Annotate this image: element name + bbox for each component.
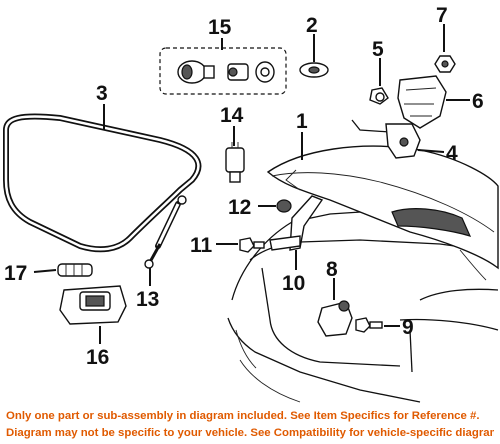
- callout-1: 1: [296, 110, 308, 133]
- callout-2: 2: [306, 14, 318, 37]
- lift-support-strut: [144, 195, 187, 269]
- disclaimer-footer: Only one part or sub-assembly in diagram…: [0, 404, 500, 444]
- callout-4: 4: [446, 142, 458, 165]
- callout-15: 15: [208, 16, 232, 39]
- parts-diagram: 1 2 3 4 5 6 7 8 9 10 11 12 13 14 15 16 1…: [3, 4, 499, 403]
- license-lamp-housing: [59, 285, 127, 325]
- striker-bolt: [355, 317, 383, 333]
- callout-3: 3: [96, 82, 108, 105]
- callout-labels: 1 2 3 4 5 6 7 8 9 10 11 12 13 14 15 16 1…: [4, 4, 484, 369]
- lid-hinge: [269, 195, 324, 251]
- callout-14: 14: [220, 104, 244, 127]
- callout-12: 12: [228, 196, 251, 219]
- callout-16: 16: [86, 346, 109, 369]
- callout-9: 9: [402, 316, 414, 339]
- latch-actuator: [397, 75, 447, 129]
- trunk-lid: [266, 145, 499, 281]
- nut: [434, 55, 456, 73]
- bumper-grommet: [299, 62, 329, 78]
- lock-cylinder-kit: [159, 47, 287, 95]
- bolt: [369, 87, 389, 105]
- callout-5: 5: [372, 38, 384, 61]
- callout-10: 10: [282, 272, 305, 295]
- callout-6: 6: [472, 90, 484, 113]
- lid-bumper: [276, 199, 292, 213]
- callout-7: 7: [436, 4, 448, 27]
- disclaimer-line-2: Diagram may not be specific to your vehi…: [6, 427, 494, 439]
- striker: [317, 300, 353, 337]
- callout-17: 17: [4, 262, 27, 285]
- callout-8: 8: [326, 258, 338, 281]
- callout-11: 11: [190, 234, 213, 257]
- hinge-bolt: [239, 237, 265, 253]
- leader-lines: [33, 24, 470, 344]
- callout-13: 13: [136, 288, 159, 311]
- trunk-latch: [351, 119, 421, 159]
- license-lamp-bulb: [57, 263, 93, 277]
- weatherstrip-seal: [3, 113, 202, 253]
- disclaimer-line-1: Only one part or sub-assembly in diagram…: [6, 410, 480, 422]
- release-switch: [225, 142, 245, 183]
